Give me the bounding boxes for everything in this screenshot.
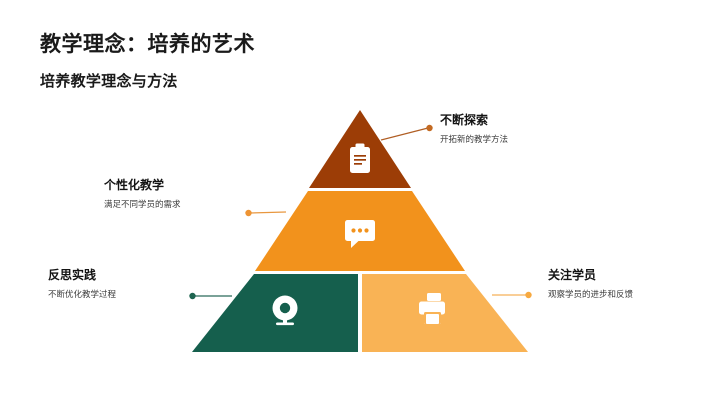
webcam-icon	[272, 295, 298, 326]
page-subtitle: 培养教学理念与方法	[40, 73, 178, 90]
callout-explore-title: 不断探索	[440, 113, 489, 127]
pyramid-tier-bottom-right[interactable]	[362, 274, 528, 352]
printer-icon	[419, 293, 445, 324]
speech-bubble-icon	[345, 220, 375, 248]
connector-line-bottom-left	[189, 292, 232, 300]
callout-student-focus-desc: 观察学员的进步和反馈	[548, 288, 634, 299]
callout-student-focus[interactable]: 关注学员 观察学员的进步和反馈	[548, 268, 633, 300]
connector-line-top	[380, 124, 433, 141]
page-title: 教学理念：培养的艺术	[40, 33, 255, 56]
callout-student-focus-title: 关注学员	[548, 268, 597, 282]
callout-explore-desc: 开拓新的教学方法	[440, 133, 509, 144]
connector-line-bottom-right	[492, 291, 532, 299]
callout-reflective-practice-desc: 不断优化教学过程	[48, 288, 117, 299]
callout-personalized-teaching-title: 个性化教学	[104, 178, 165, 192]
callout-personalized-teaching[interactable]: 个性化教学 满足不同学员的需求	[104, 178, 181, 210]
connector-line-middle	[245, 209, 287, 217]
callout-personalized-teaching-desc: 满足不同学员的需求	[104, 198, 181, 209]
callout-reflective-practice-title: 反思实践	[48, 268, 97, 282]
callout-reflective-practice[interactable]: 反思实践 不断优化教学过程	[48, 268, 116, 300]
clipboard-icon	[350, 143, 370, 173]
callout-explore[interactable]: 不断探索 开拓新的教学方法	[440, 113, 508, 145]
